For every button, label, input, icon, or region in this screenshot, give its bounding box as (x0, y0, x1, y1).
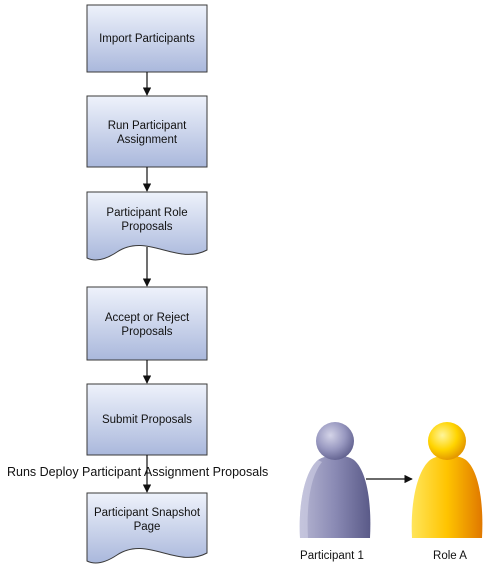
step-label-snapshot: Participant Snapshot Page (93, 507, 201, 533)
step-box-snapshot (86, 492, 208, 564)
step-label-import: Import Participants (99, 33, 195, 45)
step-label-run: Run Participant Assignment (107, 120, 187, 146)
deploy-note: Runs Deploy Participant Assignment Propo… (7, 465, 269, 479)
step-box-import (86, 4, 208, 73)
step-box-run (86, 95, 208, 168)
role-person-icon (411, 422, 483, 538)
step-box-accept (86, 286, 208, 361)
step-label-accept: Accept or Reject Proposals (104, 312, 190, 338)
role-label: Role A (433, 550, 467, 562)
participant-person-icon (299, 422, 371, 538)
step-label-proposals: Participant Role Proposals (106, 207, 188, 233)
step-label-submit: Submit Proposals (101, 414, 193, 426)
step-box-proposals (86, 191, 208, 261)
participant-label: Participant 1 (300, 550, 364, 562)
step-box-submit (86, 383, 208, 456)
